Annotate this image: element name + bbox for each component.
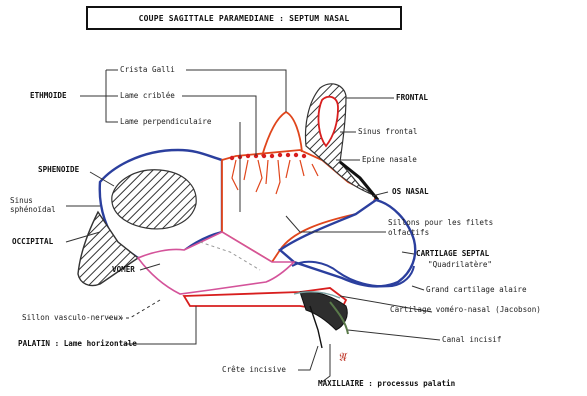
- label-cartilage-septal: CARTILAGE SEPTAL: [416, 250, 489, 258]
- label-ethmoide: ETHMOIDE: [30, 92, 67, 100]
- label-palatin: PALATIN : Lame horizontale: [18, 340, 137, 348]
- sphenoid-sinus: [112, 170, 196, 229]
- label-os-nasal: OS NASAL: [392, 188, 429, 196]
- label-crete-incisive: Crête incisive: [222, 366, 286, 374]
- author-signature: 𝔄̴: [338, 350, 346, 365]
- label-grand-cartilage-alaire: Grand cartilage alaire: [426, 286, 527, 294]
- label-lame-criblee: Lame criblée: [120, 92, 175, 100]
- label-frontal: FRONTAL: [396, 94, 428, 102]
- label-canal-incisif: Canal incisif: [442, 336, 501, 344]
- label-sinus-sphenoidal: Sinus sphénoïdal: [10, 196, 66, 215]
- label-quadrilatere: "Quadrilatère": [428, 261, 492, 269]
- label-vomer: VOMER: [112, 266, 135, 274]
- label-sillons-olfactifs: Sillons pour les filets olfactifs: [388, 218, 506, 238]
- label-epine-nasale: Epine nasale: [362, 156, 417, 164]
- label-sillon-vasculo-nerveux: Sillon vasculo-nerveux: [22, 314, 123, 322]
- crista-galli: [262, 112, 302, 156]
- label-lame-perpendiculaire: Lame perpendiculaire: [120, 118, 211, 126]
- label-cartilage-vomero-nasal: Cartilage voméro-nasal (Jacobson): [390, 306, 541, 314]
- label-crista-galli: Crista Galli: [120, 66, 175, 74]
- label-sinus-frontal: Sinus frontal: [358, 128, 417, 136]
- label-maxillaire: MAXILLAIRE : processus palatin: [318, 380, 455, 388]
- label-sphenoide: SPHENOIDE: [38, 166, 79, 174]
- label-occipital: OCCIPITAL: [12, 238, 53, 246]
